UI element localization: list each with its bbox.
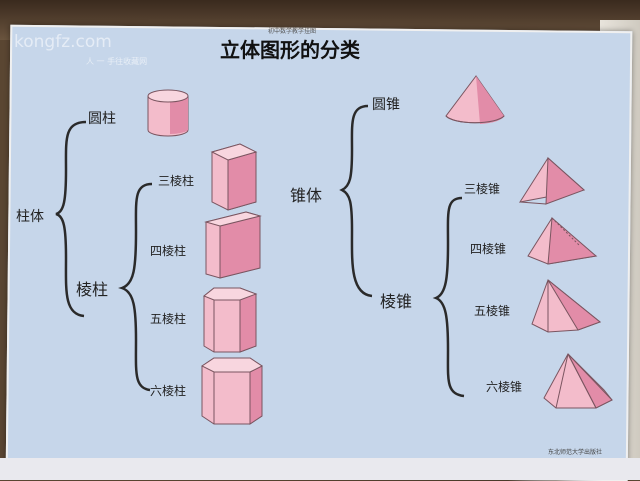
label-prism-6: 六棱柱 xyxy=(150,384,187,398)
label-lengzhu: 棱柱 xyxy=(76,280,109,299)
poster-title: 立体图形的分类 xyxy=(220,38,360,62)
square-prism-shape xyxy=(204,211,262,279)
label-zhuti: 柱体 xyxy=(16,209,44,225)
watermark-text: kongfz.com xyxy=(14,32,112,52)
hexagonal-pyramid-shape xyxy=(543,353,613,409)
brace-zhuiti xyxy=(339,104,373,298)
square-pyramid-shape xyxy=(527,216,598,265)
pentagonal-prism-shape xyxy=(203,287,258,353)
label-pyramid-6: 六棱锥 xyxy=(486,380,523,394)
label-lengzhui: 棱锥 xyxy=(380,292,413,311)
label-prism-3: 三棱柱 xyxy=(158,174,195,188)
bottom-paper-edge xyxy=(0,458,640,480)
label-pyramid-4: 四棱锥 xyxy=(470,242,507,256)
hexagonal-prism-shape xyxy=(201,357,263,425)
pentagonal-pyramid-shape xyxy=(531,279,602,333)
label-zhuiti: 锥体 xyxy=(290,186,323,205)
poster-subtitle: 初中数学教学挂图 xyxy=(268,28,317,35)
triangular-prism-shape xyxy=(210,143,258,211)
brace-lengzhu xyxy=(118,182,153,392)
triangular-pyramid-shape xyxy=(518,156,586,205)
label-prism-5: 五棱柱 xyxy=(150,312,187,326)
cone-shape xyxy=(445,75,505,124)
label-prism-4: 四棱柱 xyxy=(150,244,187,258)
cylinder-shape xyxy=(147,89,189,137)
label-pyramid-3: 三棱锥 xyxy=(464,182,501,196)
publisher-footer: 东北师范大学出版社 xyxy=(548,449,603,456)
watermark-subtext: 人 一 手往收藏网 xyxy=(86,57,148,66)
brace-zhuti xyxy=(55,120,87,318)
label-yuanzhui: 圆锥 xyxy=(372,97,400,113)
label-yuanzhu: 圆柱 xyxy=(88,111,116,127)
label-pyramid-5: 五棱锥 xyxy=(474,304,511,318)
brace-lengzhui xyxy=(432,196,465,398)
